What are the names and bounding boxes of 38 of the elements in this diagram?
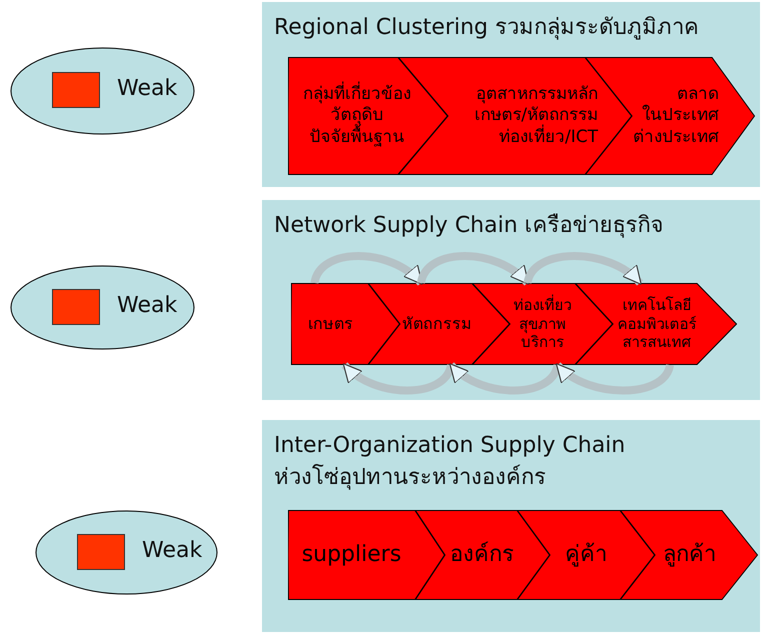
curved-arrow xyxy=(342,362,455,394)
process-step-box xyxy=(288,510,445,600)
process-step-box xyxy=(517,510,655,600)
curved-arrow xyxy=(524,252,643,286)
chevron-text: อุตสาหกรรมหลัก เกษตร/หัตถกรรม ท่องเที่ยว/ICT xyxy=(473,84,598,148)
curved-arrow xyxy=(310,252,424,286)
rating-text: Weak xyxy=(142,538,202,562)
section-panel xyxy=(262,2,760,187)
process-step-box xyxy=(415,510,550,600)
chevron-text: หัตถกรรม xyxy=(401,314,473,334)
chevron-text: suppliers xyxy=(300,541,402,569)
panel-title: Inter-Organization Supply Chain ห่วงโซ่อุปทานระหว่างองค์กร xyxy=(274,432,626,492)
chevron-text: เกษตร xyxy=(307,314,354,334)
panel-title: Regional Clustering รวมกลุ่มระดับภูมิภาค xyxy=(274,14,699,42)
chevron-text: กลุ่มที่เกี่ยวข้อง วัตถุดิบ ปัจจัยพื้นฐาน xyxy=(292,84,422,148)
process-step-box xyxy=(575,283,737,365)
curved-arrow xyxy=(554,362,674,394)
curved-arrow xyxy=(417,252,530,286)
rating-ellipse xyxy=(35,510,218,595)
rating-text: Weak xyxy=(117,76,178,101)
section-panel xyxy=(262,200,760,400)
process-step-box xyxy=(288,57,448,175)
process-step-box xyxy=(368,283,510,365)
chevron-text: ตลาด ในประเทศ ต่างประเทศ xyxy=(632,84,719,148)
chevron-text: คู่ค้า xyxy=(564,541,608,569)
process-step-box xyxy=(291,283,400,365)
rating-text: Weak xyxy=(117,292,178,318)
section-panel xyxy=(262,420,760,632)
chevron-text: ท่องเที่ยว สุขภาพ บริการ xyxy=(512,296,572,352)
rating-ellipse xyxy=(10,47,195,135)
panel-title: Network Supply Chain เครือข่ายธุรกิจ xyxy=(274,212,664,240)
process-step-box xyxy=(620,510,758,600)
rating-ellipse xyxy=(10,265,195,350)
chevron-text: เทคโนโลยี คอมพิวเตอร์ สารสนเทศ xyxy=(616,296,698,352)
curved-arrow xyxy=(448,362,562,394)
chevron-text: องค์กร xyxy=(449,541,515,569)
chevron-text: ลูกค้า xyxy=(662,541,717,569)
process-step-box xyxy=(472,283,613,365)
